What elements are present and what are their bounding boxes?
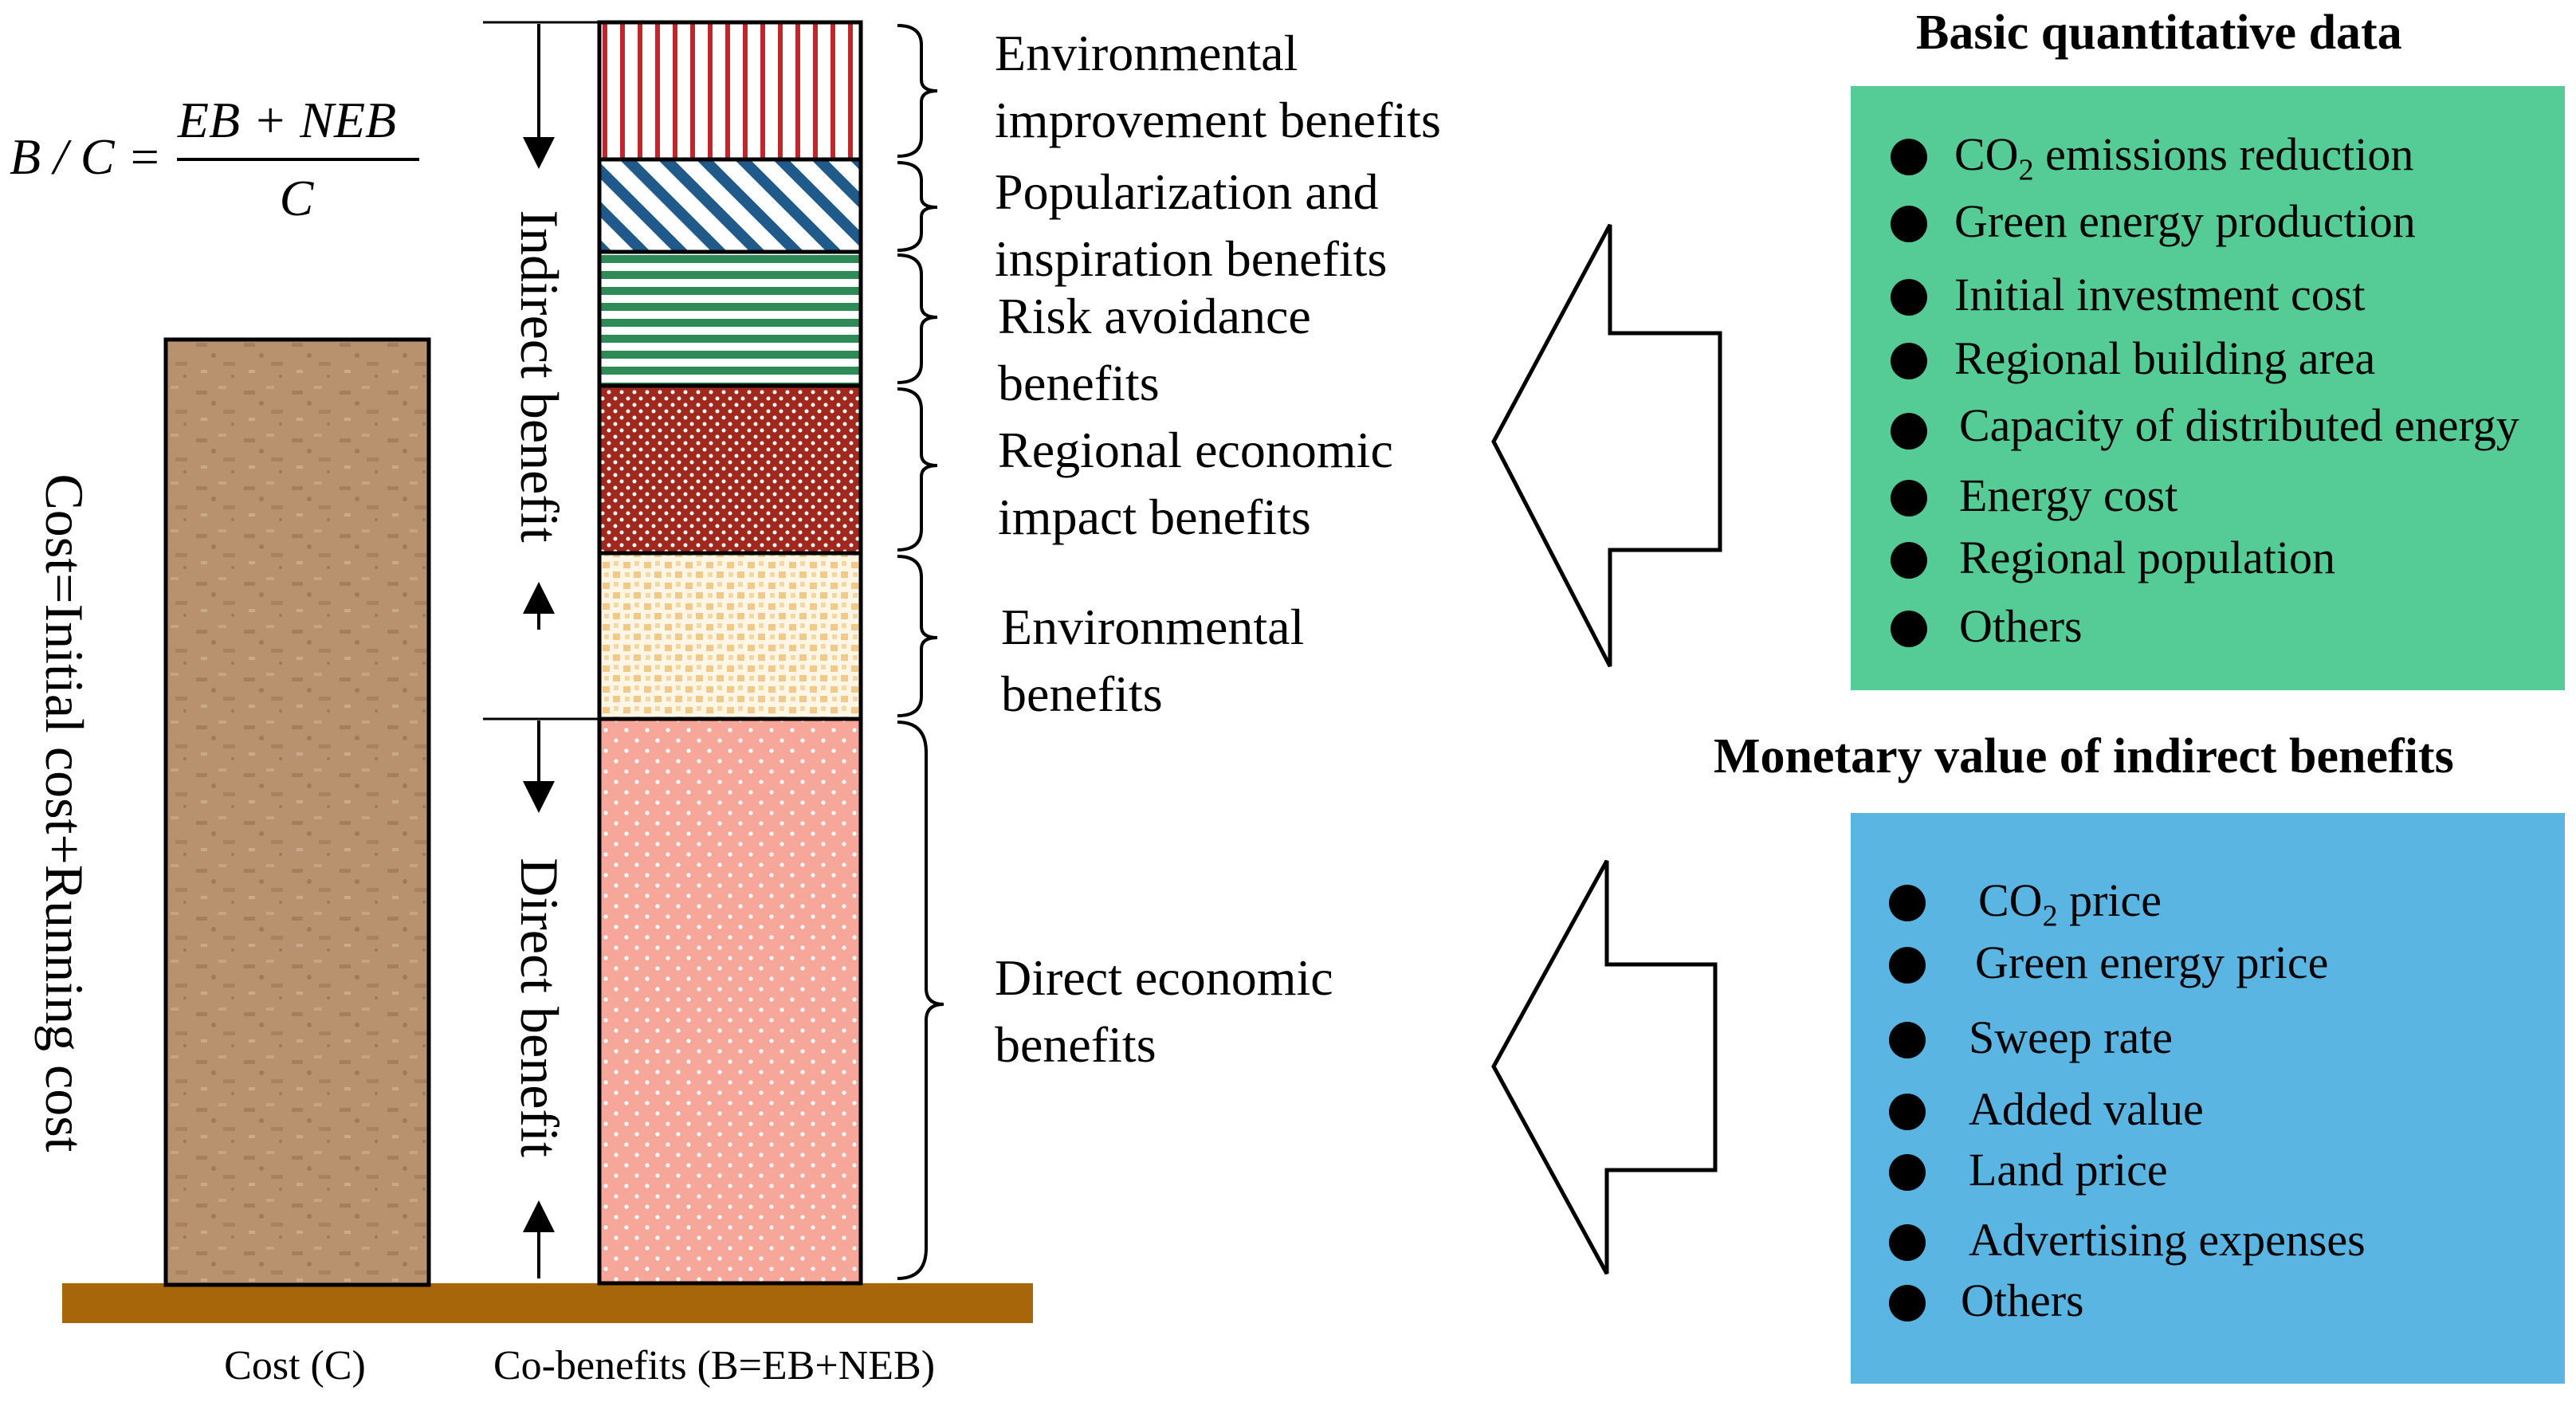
segment-environmental xyxy=(597,551,863,721)
quantitative-panel-heading: Basic quantitative data xyxy=(1916,6,2402,60)
indirect-benefit-label: Indirect benefit xyxy=(509,210,570,542)
segment-label: Environmental improvement benefits xyxy=(995,25,1441,148)
segment-label-line: Direct economic xyxy=(995,949,1333,1006)
segment-label-line: benefits xyxy=(1001,666,1163,722)
bullet-icon xyxy=(1891,206,1927,242)
direct-benefit-label: Direct benefit xyxy=(509,858,570,1157)
segment-braces xyxy=(897,24,944,1280)
bullet-icon xyxy=(1891,480,1927,516)
benefit-axis-label: Co-benefits (B=EB+NEB) xyxy=(493,1343,935,1388)
list-item-text: Regional building area xyxy=(1954,332,2376,384)
left-arrow-upper xyxy=(1491,223,1722,668)
list-item-text: Initial investment cost xyxy=(1954,269,2366,320)
bullet-icon xyxy=(1891,413,1927,450)
brace xyxy=(897,253,938,384)
list-item-text: Green energy production xyxy=(1954,195,2416,247)
formula-denominator: C xyxy=(280,170,315,226)
segment-environmental-improvement xyxy=(597,20,863,162)
monetary-panel-box xyxy=(1851,813,2565,1384)
bullet-icon xyxy=(1891,611,1927,647)
ground-bar xyxy=(62,1283,1033,1323)
benefit-column xyxy=(597,20,863,1286)
list-item-text: CO2 emissions reduction xyxy=(1954,128,2414,187)
brace xyxy=(897,721,944,1280)
segment-labels: Environmental improvement benefits Popul… xyxy=(995,25,1441,1073)
benefit-cost-formula: B / C = EB + NEB C xyxy=(10,92,419,226)
bullet-icon xyxy=(1889,1285,1926,1321)
benefit-dimension-lines: Indirect benefit Direct benefit xyxy=(483,21,599,1278)
segment-label-line: inspiration benefits xyxy=(995,230,1387,287)
left-arrow-lower xyxy=(1491,859,1718,1275)
list-item-text: Others xyxy=(1961,1274,2084,1326)
cost-column xyxy=(163,337,431,1287)
segment-label-line: Regional economic xyxy=(998,422,1393,478)
segment-direct-economic xyxy=(597,717,863,1286)
segment-label-line: Risk avoidance xyxy=(998,288,1311,344)
list-item-text: Advertising expenses xyxy=(1969,1214,2366,1266)
list-item-text: Sweep rate xyxy=(1969,1011,2174,1063)
bullet-icon xyxy=(1889,885,1926,921)
bullet-icon xyxy=(1891,279,1927,316)
segment-label-line: Environmental xyxy=(1001,599,1304,655)
segment-label-line: benefits xyxy=(995,1016,1156,1073)
brace xyxy=(897,555,938,717)
bullet-icon xyxy=(1891,343,1927,379)
segment-label: Environmental benefits xyxy=(1001,599,1317,722)
bullet-icon xyxy=(1889,1022,1926,1058)
formula-numerator: EB + NEB xyxy=(177,92,396,148)
segment-label-line: benefits xyxy=(998,355,1160,411)
brace xyxy=(897,387,938,552)
formula-lhs: B / C = xyxy=(10,128,162,185)
segment-label-line: Environmental xyxy=(995,25,1298,81)
list-item-text: Energy cost xyxy=(1959,469,2178,521)
segment-label-line: impact benefits xyxy=(998,489,1311,545)
segment-popularization-inspiration xyxy=(597,157,863,254)
brace xyxy=(897,161,938,252)
bullet-icon xyxy=(1889,1224,1926,1261)
bullet-icon xyxy=(1889,1154,1926,1191)
list-item-text: Capacity of distributed energy xyxy=(1959,399,2519,451)
bullet-icon xyxy=(1889,947,1926,984)
segment-label: Regional economic impact benefits xyxy=(998,422,1406,545)
list-item-text: Regional population xyxy=(1959,532,2335,583)
cost-vertical-label: Cost=Initial cost+Running cost xyxy=(34,473,95,1152)
segment-label: Risk avoidance benefits xyxy=(998,288,1324,411)
segment-regional-economic-impact xyxy=(597,383,863,556)
list-item-text: CO2 price xyxy=(1978,874,2162,933)
monetary-panel-heading: Monetary value of indirect benefits xyxy=(1714,729,2454,783)
segment-label: Popularization and inspiration benefits xyxy=(995,163,1392,287)
bullet-icon xyxy=(1889,1094,1926,1130)
list-item-text: Others xyxy=(1959,600,2083,652)
brace xyxy=(897,24,938,158)
bullet-icon xyxy=(1891,542,1927,579)
list-item-text: Land price xyxy=(1969,1144,2168,1196)
segment-label-line: improvement benefits xyxy=(995,92,1441,148)
list-item-text: Green energy price xyxy=(1975,937,2329,988)
segment-label-line: Popularization and xyxy=(995,163,1379,220)
segment-risk-avoidance xyxy=(597,249,863,388)
list-item-text: Added value xyxy=(1969,1083,2204,1135)
cost-axis-label: Cost (C) xyxy=(224,1343,366,1388)
segment-label: Direct economic benefits xyxy=(995,949,1346,1073)
quantitative-panel-box xyxy=(1851,86,2565,690)
bullet-icon xyxy=(1891,139,1927,175)
